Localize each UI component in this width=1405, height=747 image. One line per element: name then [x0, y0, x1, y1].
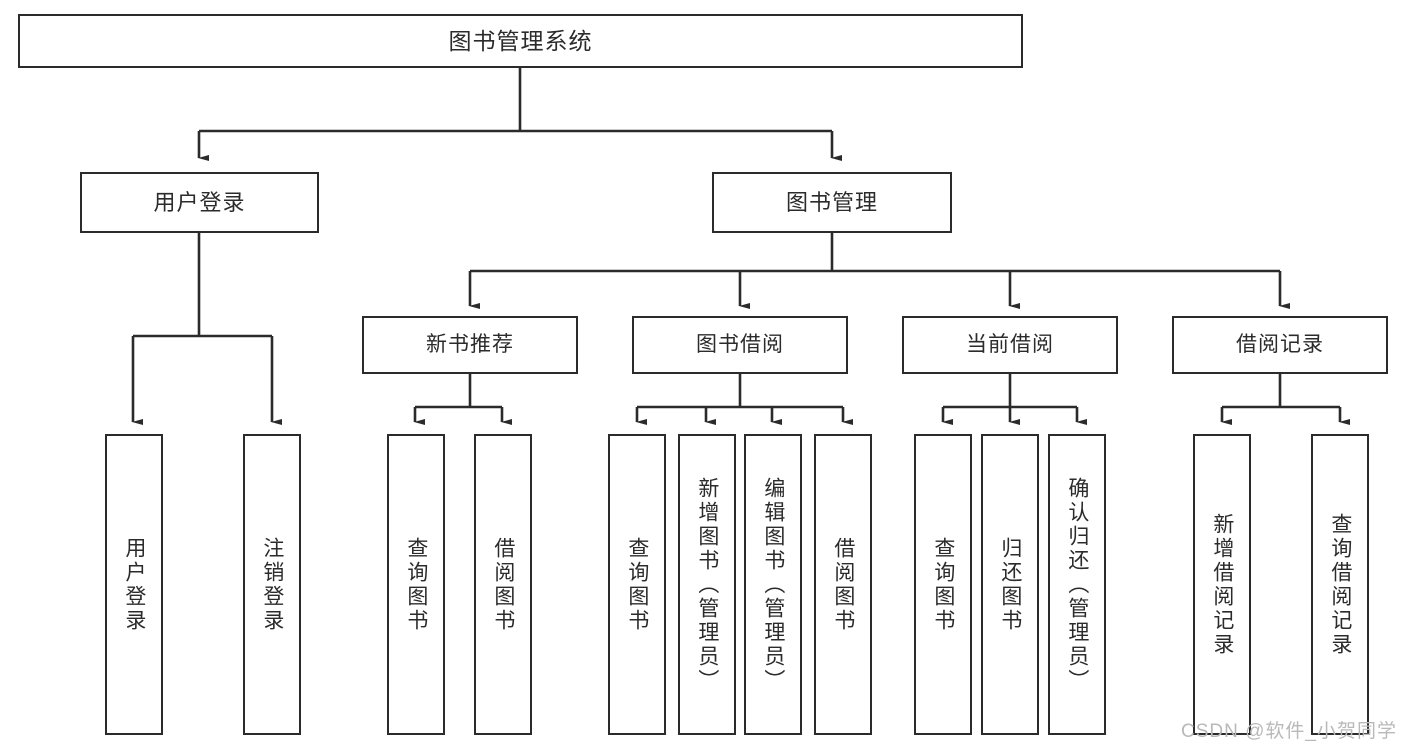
node-label: 图书借阅	[696, 332, 784, 356]
csdn-watermark: CSDN @软件_小贺同学	[1181, 721, 1397, 742]
leaf-user-login-login[interactable]: 用户登录	[105, 434, 163, 735]
node-label: 图书管理	[785, 189, 878, 215]
node-label: 查询借阅记录	[1328, 512, 1352, 657]
leaf-borrow-borrow-book[interactable]: 借阅图书	[814, 434, 872, 735]
leaf-record-add-record[interactable]: 新增借阅记录	[1193, 434, 1251, 735]
node-label: 归还图书	[998, 536, 1022, 633]
node-label: 借阅图书	[831, 536, 855, 633]
node-label: 图书管理系统	[448, 27, 593, 54]
node-label: 用户登录	[153, 189, 246, 215]
node-label: 借阅图书	[491, 536, 515, 633]
node-label: 确认归还（管理员）	[1065, 476, 1089, 693]
node-label: 查询图书	[931, 536, 955, 633]
node-label: 查询图书	[625, 536, 649, 633]
node-root-system[interactable]: 图书管理系统	[18, 14, 1023, 68]
node-borrow-record[interactable]: 借阅记录	[1172, 316, 1388, 374]
node-label: 查询图书	[404, 536, 428, 633]
leaf-current-query-book[interactable]: 查询图书	[914, 434, 972, 735]
node-current-borrow[interactable]: 当前借阅	[902, 316, 1118, 374]
leaf-user-login-logout[interactable]: 注销登录	[243, 434, 301, 735]
leaf-recommend-query-book[interactable]: 查询图书	[387, 434, 445, 735]
leaf-recommend-borrow-book[interactable]: 借阅图书	[474, 434, 532, 735]
node-label: 新书推荐	[426, 332, 514, 356]
leaf-current-return-book[interactable]: 归还图书	[981, 434, 1039, 735]
node-label: 借阅记录	[1236, 332, 1324, 356]
node-label: 用户登录	[122, 536, 146, 633]
node-label: 当前借阅	[966, 332, 1054, 356]
node-user-login[interactable]: 用户登录	[80, 172, 319, 233]
leaf-borrow-edit-book-admin[interactable]: 编辑图书（管理员）	[744, 434, 802, 735]
node-label: 编辑图书（管理员）	[761, 476, 785, 693]
leaf-borrow-add-book-admin[interactable]: 新增图书（管理员）	[678, 434, 736, 735]
leaf-record-query-record[interactable]: 查询借阅记录	[1311, 434, 1369, 735]
node-new-book-recommend[interactable]: 新书推荐	[362, 316, 578, 374]
node-book-management[interactable]: 图书管理	[712, 172, 952, 233]
node-label: 注销登录	[260, 536, 284, 633]
leaf-current-confirm-return-admin[interactable]: 确认归还（管理员）	[1048, 434, 1106, 735]
leaf-borrow-query-book[interactable]: 查询图书	[608, 434, 666, 735]
node-book-borrow[interactable]: 图书借阅	[632, 316, 848, 374]
node-label: 新增图书（管理员）	[695, 476, 719, 693]
node-label: 新增借阅记录	[1210, 512, 1234, 657]
